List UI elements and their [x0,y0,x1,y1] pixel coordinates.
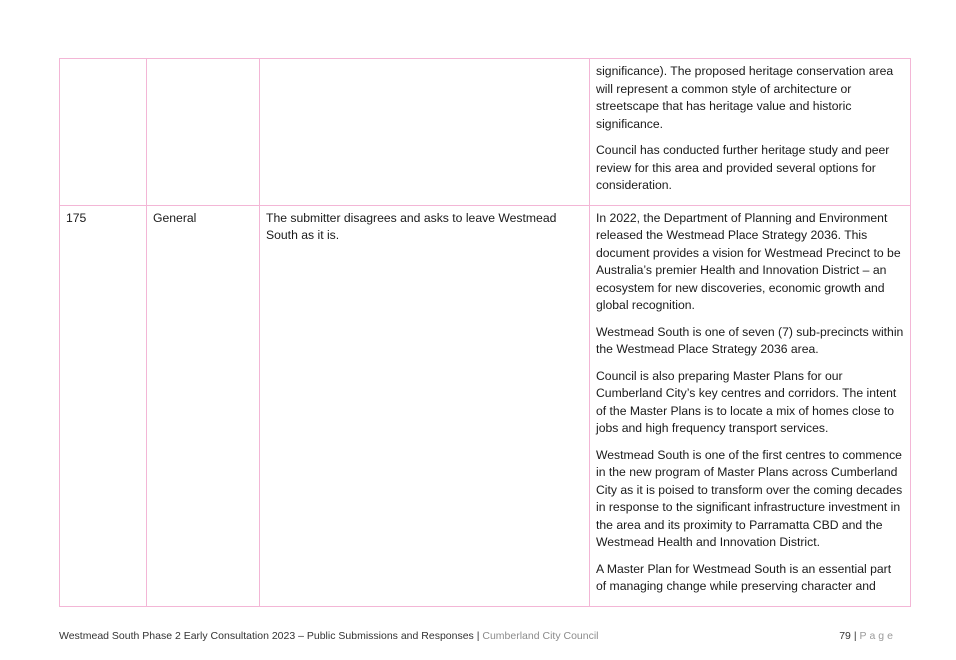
response-paragraph: A Master Plan for Westmead South is an e… [596,561,892,594]
response-paragraph: Westmead South is one of seven (7) sub-p… [596,324,904,357]
submissions-table: significance). The proposed heritage con… [59,58,911,607]
page-word: Page [859,630,896,642]
category-cell: General [146,204,260,607]
page-number: 79 [839,630,851,642]
submission-cell: The submitter disagrees and asks to leav… [259,204,590,607]
table-row: significance). The proposed heritage con… [59,58,911,206]
table-row: 175 General The submitter disagrees and … [59,204,911,607]
footer-document-title: Westmead South Phase 2 Early Consultatio… [59,630,474,642]
response-cell: significance). The proposed heritage con… [589,58,911,206]
response-paragraph: Westmead South is one of the first centr… [596,447,903,550]
response-paragraph: Council has conducted further heritage s… [596,143,890,192]
footer-document-title-group: Westmead South Phase 2 Early Consultatio… [59,630,599,642]
response-paragraph: significance). The proposed heritage con… [596,64,894,131]
submission-cell [259,58,590,206]
response-cell: In 2022, the Department of Planning and … [589,204,911,607]
category-cell [146,58,260,206]
footer-page-indicator: 79 | Page [839,630,896,642]
response-paragraph: In 2022, the Department of Planning and … [596,210,901,313]
submission-number-cell [59,58,147,206]
page-separator: | [853,630,857,642]
footer-council-name: Cumberland City Council [482,630,599,642]
submission-number-cell: 175 [59,204,147,607]
response-paragraph: Council is also preparing Master Plans f… [596,368,897,436]
footer-separator: | [476,630,480,642]
